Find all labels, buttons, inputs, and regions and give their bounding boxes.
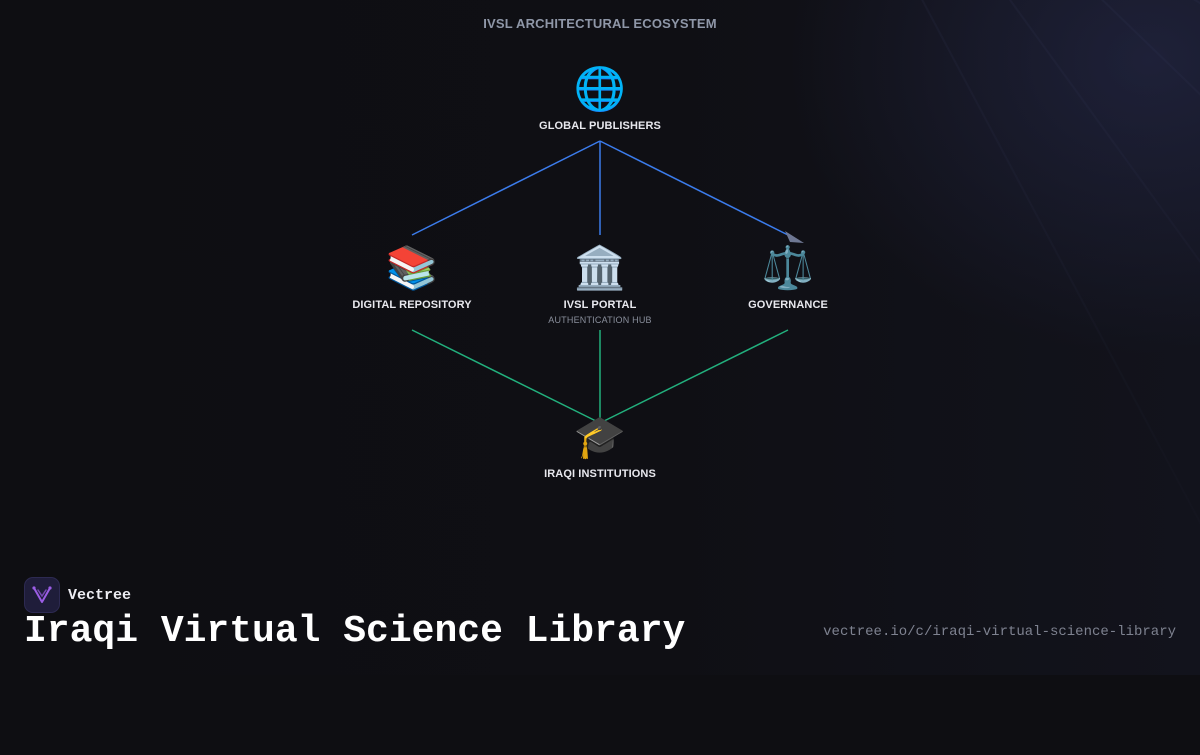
node-sublabel: AUTHENTICATION HUB	[548, 315, 652, 325]
node-label: IVSL PORTAL	[563, 299, 637, 311]
classical-building-icon: 🏛️	[573, 244, 627, 291]
node-iraqi-institutions[interactable]: 🎓 IRAQI INSTITUTIONS	[500, 412, 700, 480]
page-title: Iraqi Virtual Science Library	[24, 610, 686, 653]
vectree-logo-icon	[24, 577, 60, 613]
graduation-cap-icon: 🎓	[573, 413, 627, 460]
node-governance[interactable]: ⚖️ GOVERNANCE	[688, 243, 888, 311]
node-label: IRAQI INSTITUTIONS	[544, 468, 656, 480]
diagram-title: IVSL ARCHITECTURAL ECOSYSTEM	[483, 16, 717, 31]
brand[interactable]: Vectree	[24, 577, 131, 613]
node-global-publishers[interactable]: 🌐 GLOBAL PUBLISHERS	[500, 64, 700, 132]
globe-icon: 🌐	[573, 65, 627, 112]
balance-scale-icon: ⚖️	[761, 244, 815, 291]
edge-publishers-repository	[411, 140, 601, 236]
node-ivsl-portal[interactable]: 🏛️ IVSL PORTAL AUTHENTICATION HUB	[500, 243, 700, 325]
node-label: GLOBAL PUBLISHERS	[539, 120, 661, 132]
node-label: DIGITAL REPOSITORY	[352, 299, 472, 311]
node-digital-repository[interactable]: 📚 DIGITAL REPOSITORY	[312, 243, 512, 311]
books-icon: 📚	[385, 244, 439, 291]
node-label: GOVERNANCE	[748, 299, 828, 311]
edge-governance-institutions	[599, 329, 789, 424]
diagram-edges	[411, 140, 804, 424]
edge-arrowhead	[785, 231, 804, 243]
page-url[interactable]: vectree.io/c/iraqi-virtual-science-libra…	[823, 624, 1176, 640]
edge-repository-institutions	[411, 329, 601, 424]
edge-publishers-governance	[599, 140, 793, 238]
brand-name: Vectree	[68, 586, 132, 604]
